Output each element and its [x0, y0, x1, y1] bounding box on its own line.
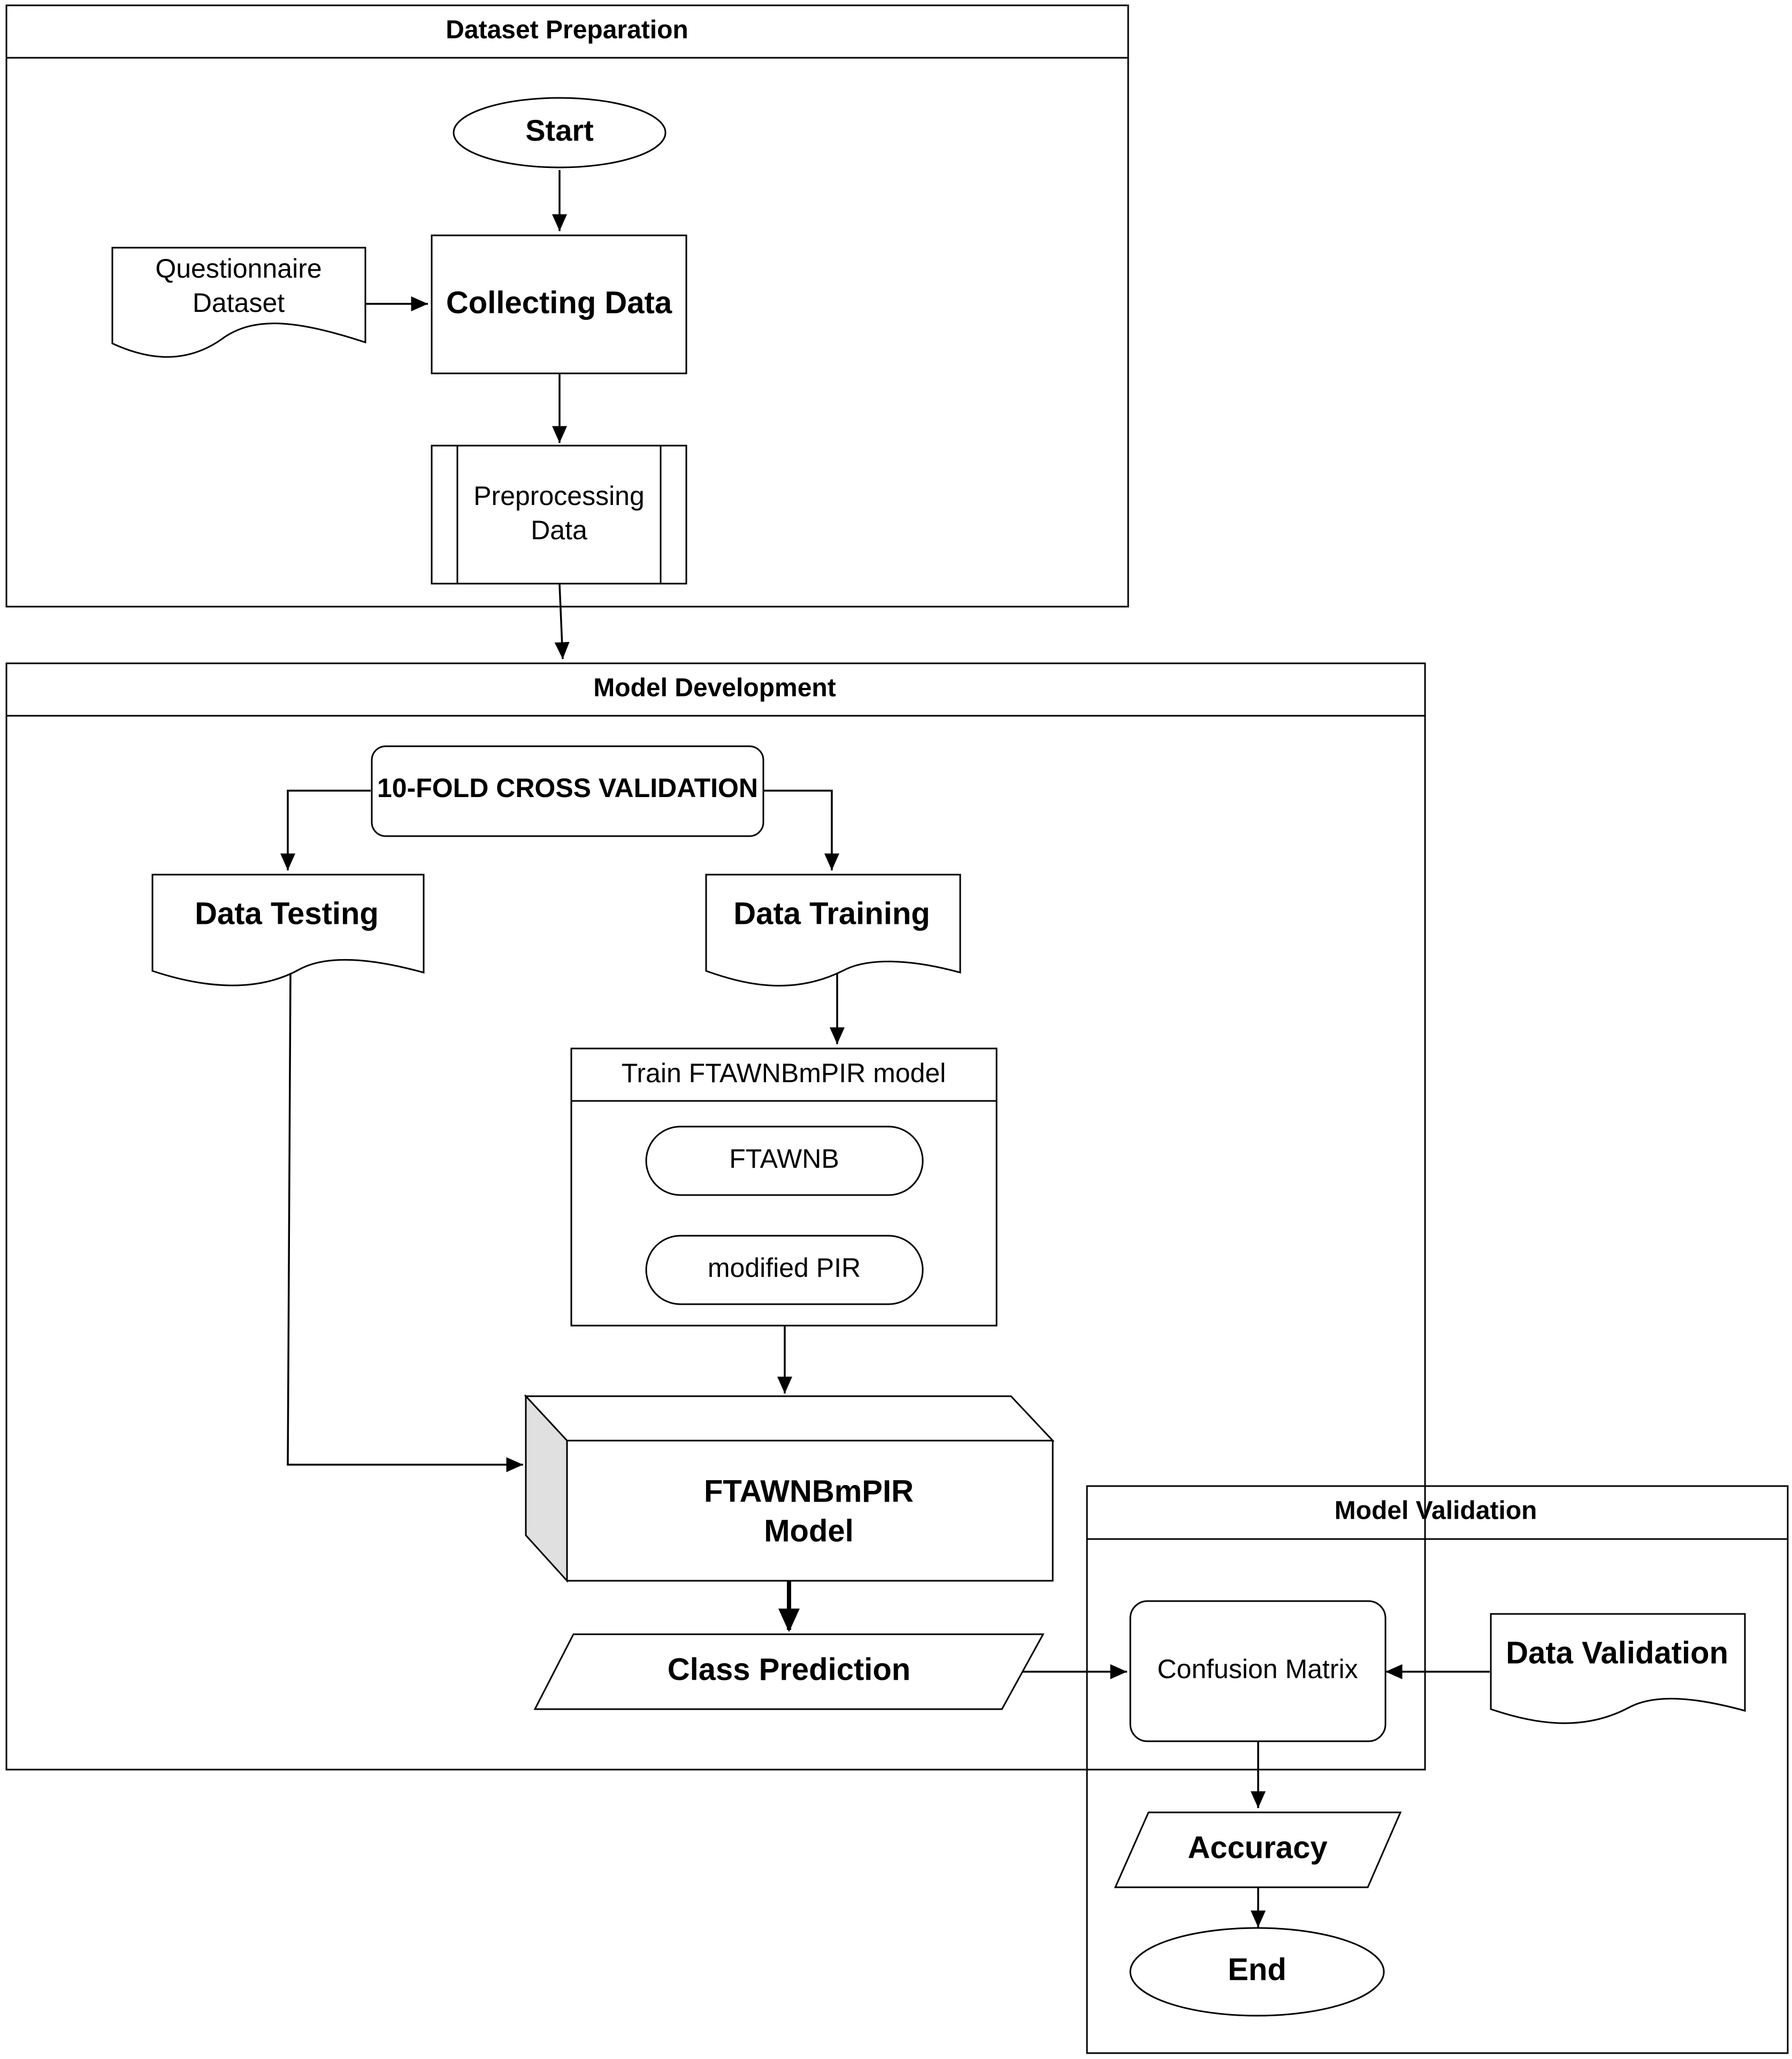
node-class-prediction-label: Class Prediction [668, 1652, 910, 1687]
node-modified-pir: modified PIR [645, 1235, 924, 1305]
node-class-prediction: Class Prediction [533, 1633, 1045, 1710]
node-data-validation: Data Validation [1490, 1613, 1746, 1724]
edges [280, 170, 1490, 1927]
node-accuracy: Accuracy [1114, 1811, 1402, 1888]
node-confusion-matrix-label: Confusion Matrix [1157, 1654, 1358, 1684]
node-modified-pir-label: modified PIR [708, 1253, 861, 1283]
node-preprocessing-label-2: Data [531, 515, 587, 545]
node-data-validation-label: Data Validation [1506, 1635, 1728, 1670]
edge-cv-testing [280, 790, 371, 870]
node-cross-validation: 10-FOLD CROSS VALIDATION [371, 745, 764, 837]
node-collecting-data: Collecting Data [431, 234, 687, 374]
node-data-testing-label: Data Testing [195, 896, 379, 931]
node-questionnaire-label-1: Questionnaire [155, 254, 321, 284]
edge-preprocessing-development [554, 584, 570, 660]
node-preprocessing-data: Preprocessing Data [431, 445, 687, 585]
edge-cv-training [763, 790, 839, 870]
lane-title-preparation: Dataset Preparation [446, 16, 688, 44]
node-model-label-2: Model [764, 1513, 854, 1548]
node-accuracy-label: Accuracy [1188, 1830, 1327, 1865]
node-data-testing: Data Testing [151, 874, 425, 986]
node-preprocessing-label-1: Preprocessing [473, 481, 645, 511]
group-train-model-title: Train FTAWNBmPIR model [622, 1058, 946, 1088]
node-model: FTAWNBmPIR Model [524, 1394, 1055, 1583]
node-start: Start [453, 97, 667, 169]
node-model-label-1: FTAWNBmPIR [704, 1474, 914, 1509]
node-cross-validation-label: 10-FOLD CROSS VALIDATION [377, 773, 758, 803]
node-data-training: Data Training [705, 874, 961, 987]
node-start-label: Start [525, 113, 594, 147]
node-data-training-label: Data Training [733, 896, 930, 931]
lane-title-development: Model Development [593, 674, 836, 702]
node-end: End [1129, 1927, 1385, 2017]
node-end-label: End [1228, 1952, 1286, 1987]
edge-testing-model [287, 972, 523, 1472]
node-questionnaire-label-2: Dataset [193, 288, 285, 318]
node-confusion-matrix: Confusion Matrix [1129, 1600, 1387, 1742]
node-ftawnb: FTAWNB [645, 1126, 924, 1196]
node-ftawnb-label: FTAWNB [729, 1144, 839, 1174]
lane-title-validation: Model Validation [1335, 1497, 1537, 1525]
group-train-model: Train FTAWNBmPIR model [570, 1047, 998, 1327]
node-questionnaire-dataset: Questionnaire Dataset [111, 247, 366, 358]
lane-model-validation: Model Validation [1086, 1485, 1789, 2054]
node-collecting-label: Collecting Data [446, 285, 672, 320]
